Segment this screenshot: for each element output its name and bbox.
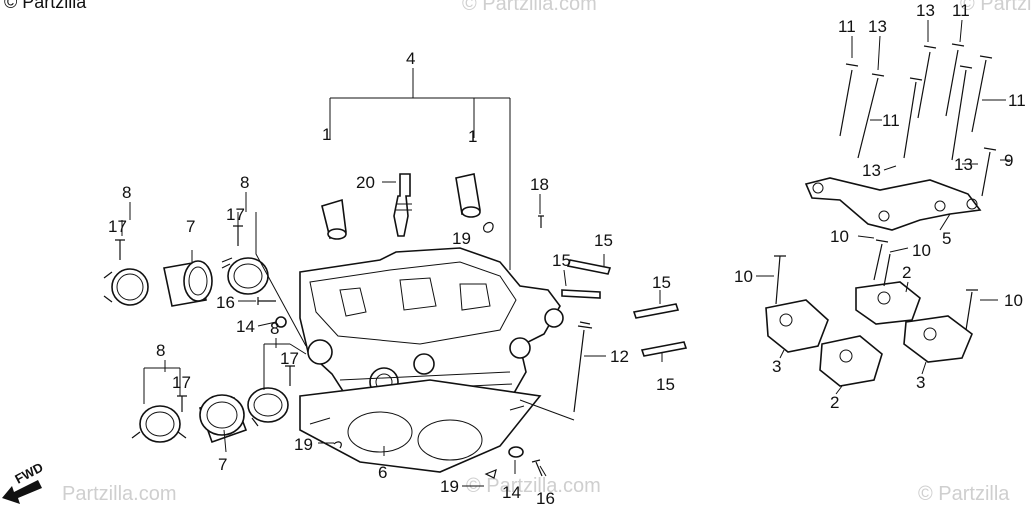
- dowel-15-b: [561, 289, 601, 299]
- callout-19-upper: 19: [452, 229, 471, 248]
- callout-19-lower: 19: [294, 435, 313, 454]
- head-gasket: [299, 379, 542, 473]
- callout-1-right: 1: [468, 127, 477, 146]
- callout-4: 4: [406, 49, 415, 68]
- callout-9: 9: [1004, 151, 1013, 170]
- callout-8-upper-middle: 8: [240, 173, 249, 192]
- callout-15-left: 15: [552, 251, 571, 270]
- screw-17-upper-left: [115, 239, 125, 260]
- callout-1-left: 1: [322, 125, 331, 144]
- callout-13-b: 13: [916, 1, 935, 20]
- clamp-lower-middle: [247, 387, 289, 427]
- clamp-lower-left: [131, 405, 187, 443]
- callout-11-a: 11: [838, 17, 856, 36]
- callout-16-left: 16: [216, 293, 235, 312]
- callout-15-top: 15: [594, 231, 613, 250]
- copyright-notice: © Partzilla: [4, 0, 87, 12]
- callout-2-upper: 2: [902, 263, 911, 282]
- camshaft-holder-3-right: [903, 315, 973, 363]
- watermark-bottom-center: © Partzilla.com: [466, 475, 601, 497]
- callout-10-a: 10: [830, 227, 849, 246]
- callout-3-right: 3: [916, 373, 925, 392]
- bolt-16-bottom: [531, 459, 543, 477]
- callout-3-left: 3: [772, 357, 781, 376]
- callout-17-lower-left: 17: [172, 373, 191, 392]
- bolt-set-11-13: [839, 43, 997, 197]
- callout-13-d: 13: [954, 155, 973, 174]
- watermark-top: © Partzilla.com: [462, 0, 597, 15]
- callout-15-right: 15: [652, 273, 671, 292]
- plug-18: [538, 215, 544, 228]
- bolt-12: [573, 321, 593, 413]
- forward-arrow-icon: FWD: [2, 460, 46, 504]
- callout-12: 12: [610, 347, 629, 366]
- callout-10-d: 10: [1004, 291, 1023, 310]
- callout-13-a: 13: [868, 17, 887, 36]
- callout-11-c: 11: [1008, 91, 1026, 110]
- watermark-bottom-left: Partzilla.com: [62, 483, 176, 505]
- camshaft-holder-3-left: [765, 299, 829, 353]
- part-labels: 4 1 1 20 18 19 8 17 7 8 17 16 14 8 8 17 …: [108, 1, 1026, 508]
- callout-7-lower: 7: [218, 455, 227, 474]
- callout-10-c: 10: [734, 267, 753, 286]
- callout-13-c: 13: [862, 161, 881, 180]
- callout-8-upper-left: 8: [122, 183, 131, 202]
- clamp-upper-left: [103, 268, 149, 306]
- fwd-label: FWD: [12, 460, 45, 487]
- callout-11-b: 11: [952, 1, 970, 20]
- bolt-10-c: [883, 253, 891, 287]
- callout-11-d: 11: [882, 111, 900, 130]
- screw-17-middle: [233, 225, 243, 246]
- bolt-10-b: [873, 239, 889, 281]
- spark-plug: [393, 173, 412, 237]
- dowel-15-a: [566, 259, 612, 275]
- callout-8-middle: 8: [270, 319, 279, 338]
- insulator-upper-left: [163, 260, 213, 307]
- callout-10-b: 10: [912, 241, 931, 260]
- dowel-pin-right: [455, 173, 481, 218]
- callout-5: 5: [942, 229, 951, 248]
- dowel-15-d: [640, 341, 688, 357]
- bolt-10-a: [774, 255, 786, 305]
- callout-20: 20: [356, 173, 375, 192]
- clamp-upper-middle: [221, 257, 269, 295]
- callout-15-bottom: 15: [656, 375, 675, 394]
- screw-17-right: [285, 365, 295, 386]
- leader-lines: [121, 19, 1010, 487]
- camshaft-holder-5: [804, 177, 982, 231]
- screw-17-lower: [177, 395, 187, 412]
- bolt-10-d: [965, 289, 978, 331]
- callout-7-upper: 7: [186, 217, 195, 236]
- o-ring-19-lower: [333, 441, 342, 449]
- callout-17-upper-left: 17: [108, 217, 127, 236]
- insulator-lower-left: [198, 394, 248, 444]
- watermark-top-right: © Partzilla: [960, 0, 1032, 15]
- bolt-16-left: [257, 297, 276, 305]
- o-ring-19-upper: [483, 221, 494, 233]
- callout-17-upper-middle: 17: [226, 205, 245, 224]
- o-ring-19-bottom: [484, 469, 497, 479]
- washer-14-bottom: [508, 446, 524, 458]
- dowel-pin-left: [321, 198, 347, 240]
- callout-16-bottom: 16: [536, 489, 555, 508]
- callout-19-bottom: 19: [440, 477, 459, 496]
- callout-14-left: 14: [236, 317, 255, 336]
- callout-14-bottom: 14: [502, 483, 521, 502]
- callout-17-lower: 17: [280, 349, 299, 368]
- camshaft-holder-2-lower: [819, 335, 883, 387]
- callout-6: 6: [378, 463, 387, 482]
- dowel-15-c: [632, 303, 680, 319]
- callout-2-lower: 2: [830, 393, 839, 412]
- callout-8-lower-left: 8: [156, 341, 165, 360]
- camshaft-holder-2-upper: [855, 281, 921, 325]
- callout-18: 18: [530, 175, 549, 194]
- watermark-bottom-right: © Partzilla: [918, 483, 1010, 505]
